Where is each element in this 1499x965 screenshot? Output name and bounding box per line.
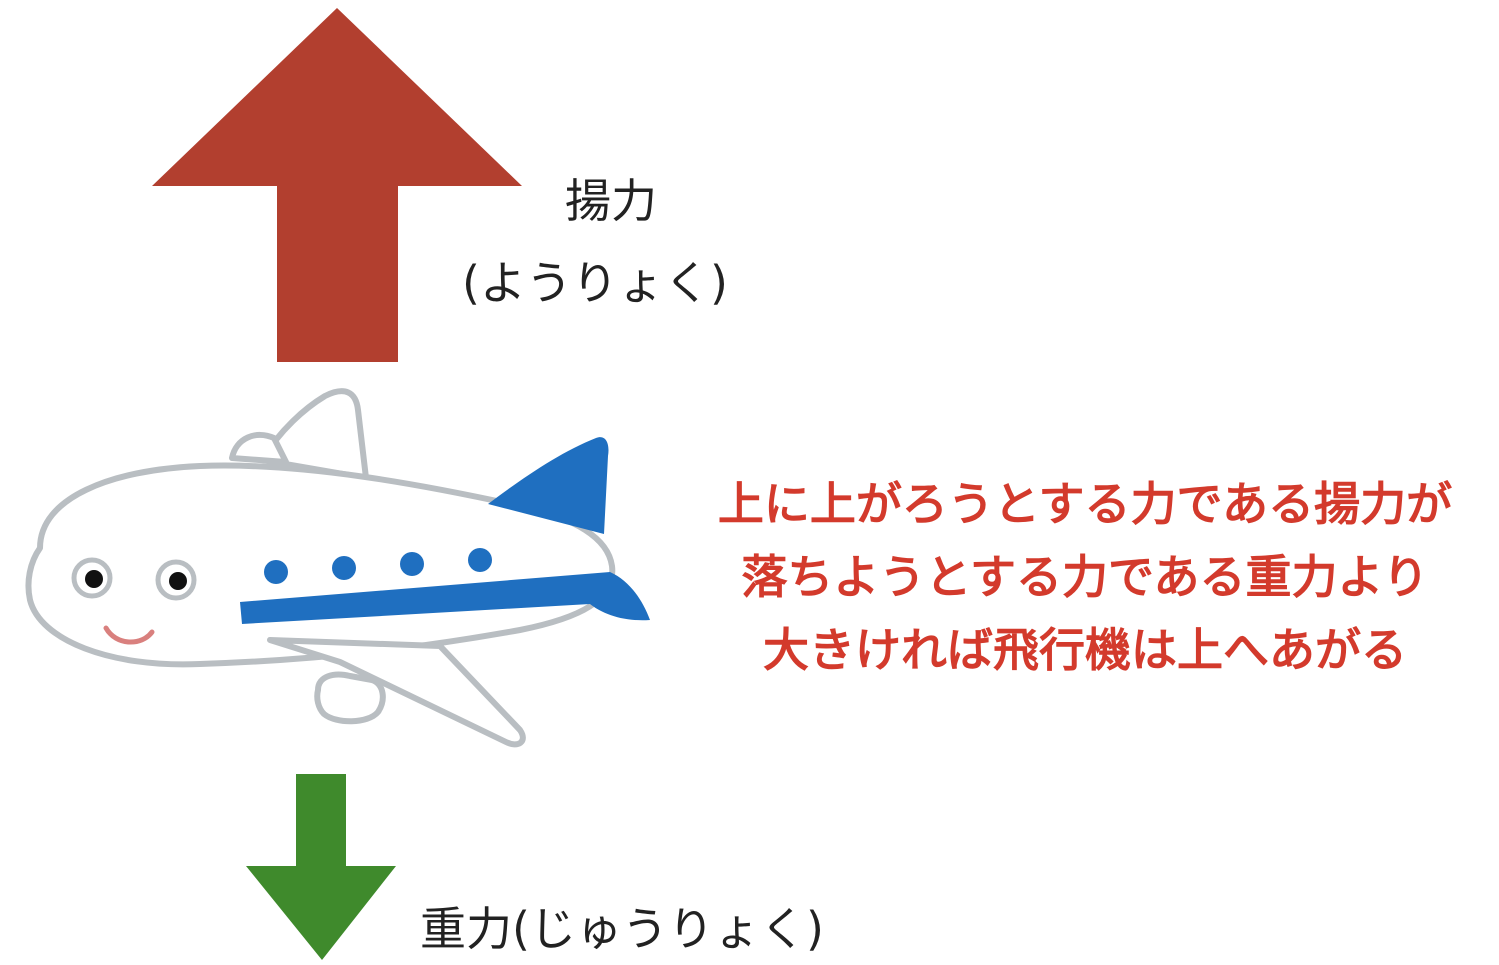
airplane-window [264, 560, 288, 584]
airplane-fin-bump [229, 431, 289, 465]
lift-arrow [152, 8, 522, 362]
explanation-line-2: 落ちようとする力である重力より [741, 550, 1429, 604]
airplane-tail-fin [488, 437, 609, 534]
airplane-pupil-right [169, 572, 187, 590]
airplane-illustration [25, 388, 650, 748]
gravity-arrow [246, 774, 396, 960]
gravity-label: 重力(じゅうりょく) [420, 902, 824, 956]
airplane-window [332, 556, 356, 580]
explanation-line-1: 上に上がろうとする力である揚力が [717, 477, 1453, 531]
explanation-text: 上に上がろうとする力である揚力が 落ちようとする力である重力より 大きければ飛行… [680, 468, 1490, 687]
airplane-window [400, 552, 424, 576]
airplane-stripe [240, 572, 650, 624]
airplane-wing [267, 637, 526, 748]
explanation-line-3: 大きければ飛行機は上へあがる [763, 623, 1407, 677]
airplane-pupil-left [85, 570, 103, 588]
airplane-top-fin [259, 388, 369, 481]
airplane-smile [103, 625, 155, 645]
airplane-engine [314, 671, 386, 725]
lift-reading-label: (ようりょく) [462, 256, 728, 310]
lift-label: 揚力 [565, 174, 657, 228]
airplane-window [468, 548, 492, 572]
